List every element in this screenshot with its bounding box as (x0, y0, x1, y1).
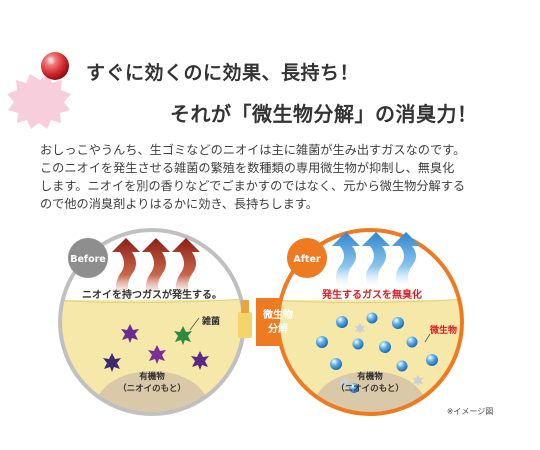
before-badge-label: Before (70, 254, 105, 265)
microbe-icon (349, 383, 359, 393)
smell-arrows (112, 238, 200, 300)
microbe-icon (392, 317, 404, 329)
before-badge (68, 238, 108, 278)
red-ball-icon (41, 52, 69, 80)
microbe-icon (366, 312, 378, 324)
microbe-icon (330, 358, 342, 370)
headline-line-2: それが「微生物分解」の消臭力！ (170, 102, 478, 126)
after-diagram (276, 228, 464, 416)
neutralized-bacteria (338, 322, 424, 388)
after-caption: 発生するガスを無臭化 (321, 288, 422, 301)
organic-matter-mound (310, 371, 430, 414)
red-arrow-icon (172, 238, 200, 300)
microbe-icon (336, 316, 348, 328)
microbe-cluster (316, 312, 438, 393)
microbe-icon (352, 338, 364, 350)
description-paragraph: おしっこやうんち、生ゴミなどのニオイは主に雑菌が生み出すガスなのです。 このニオ… (40, 143, 466, 211)
red-arrow-icon (142, 238, 170, 300)
microbe-icon (396, 360, 408, 372)
deodorized-arrows (332, 232, 420, 290)
after-organic-label: 有機物 (357, 371, 383, 382)
bacterium-icon (103, 353, 121, 372)
red-arrow-icon (112, 238, 140, 300)
blue-arrow-icon (332, 232, 360, 290)
process-label-2: 分解 (268, 322, 288, 335)
after-badge-label: After (293, 254, 320, 265)
organic-matter-mound (92, 371, 212, 414)
after-badge (287, 238, 327, 278)
blue-arrow-icon (392, 232, 420, 290)
before-organic-sublabel: （ニオイのもと） (118, 383, 186, 394)
bacteria-cluster (103, 324, 209, 372)
process-label-1: 微生物 (262, 308, 293, 321)
after-ring (276, 228, 464, 416)
bacteria-label: 雑菌 (201, 315, 220, 327)
headline-line-1: すぐに効くのに効果、長持ち！ (86, 62, 360, 84)
before-organic-label: 有機物 (139, 371, 165, 382)
after-organic-sublabel: （ニオイのもと） (336, 383, 404, 394)
bacterium-icon (191, 351, 209, 370)
pink-splash-icon (7, 74, 71, 129)
bacterium-icon (174, 326, 192, 345)
bacterium-icon (148, 345, 166, 364)
before-caption: ニオイを持つガスが発生する。 (82, 288, 222, 301)
microbe-icon (379, 341, 391, 353)
microbe-icon (406, 336, 418, 348)
microbe-icon (426, 354, 438, 366)
blue-arrow-icon (362, 232, 390, 290)
image-note: ※イメージ図 (447, 407, 494, 416)
spray-bottle-icon (238, 312, 252, 338)
microbe-label: 微生物 (429, 324, 457, 336)
microbe-icon (316, 336, 328, 348)
bacterium-icon (121, 324, 139, 343)
